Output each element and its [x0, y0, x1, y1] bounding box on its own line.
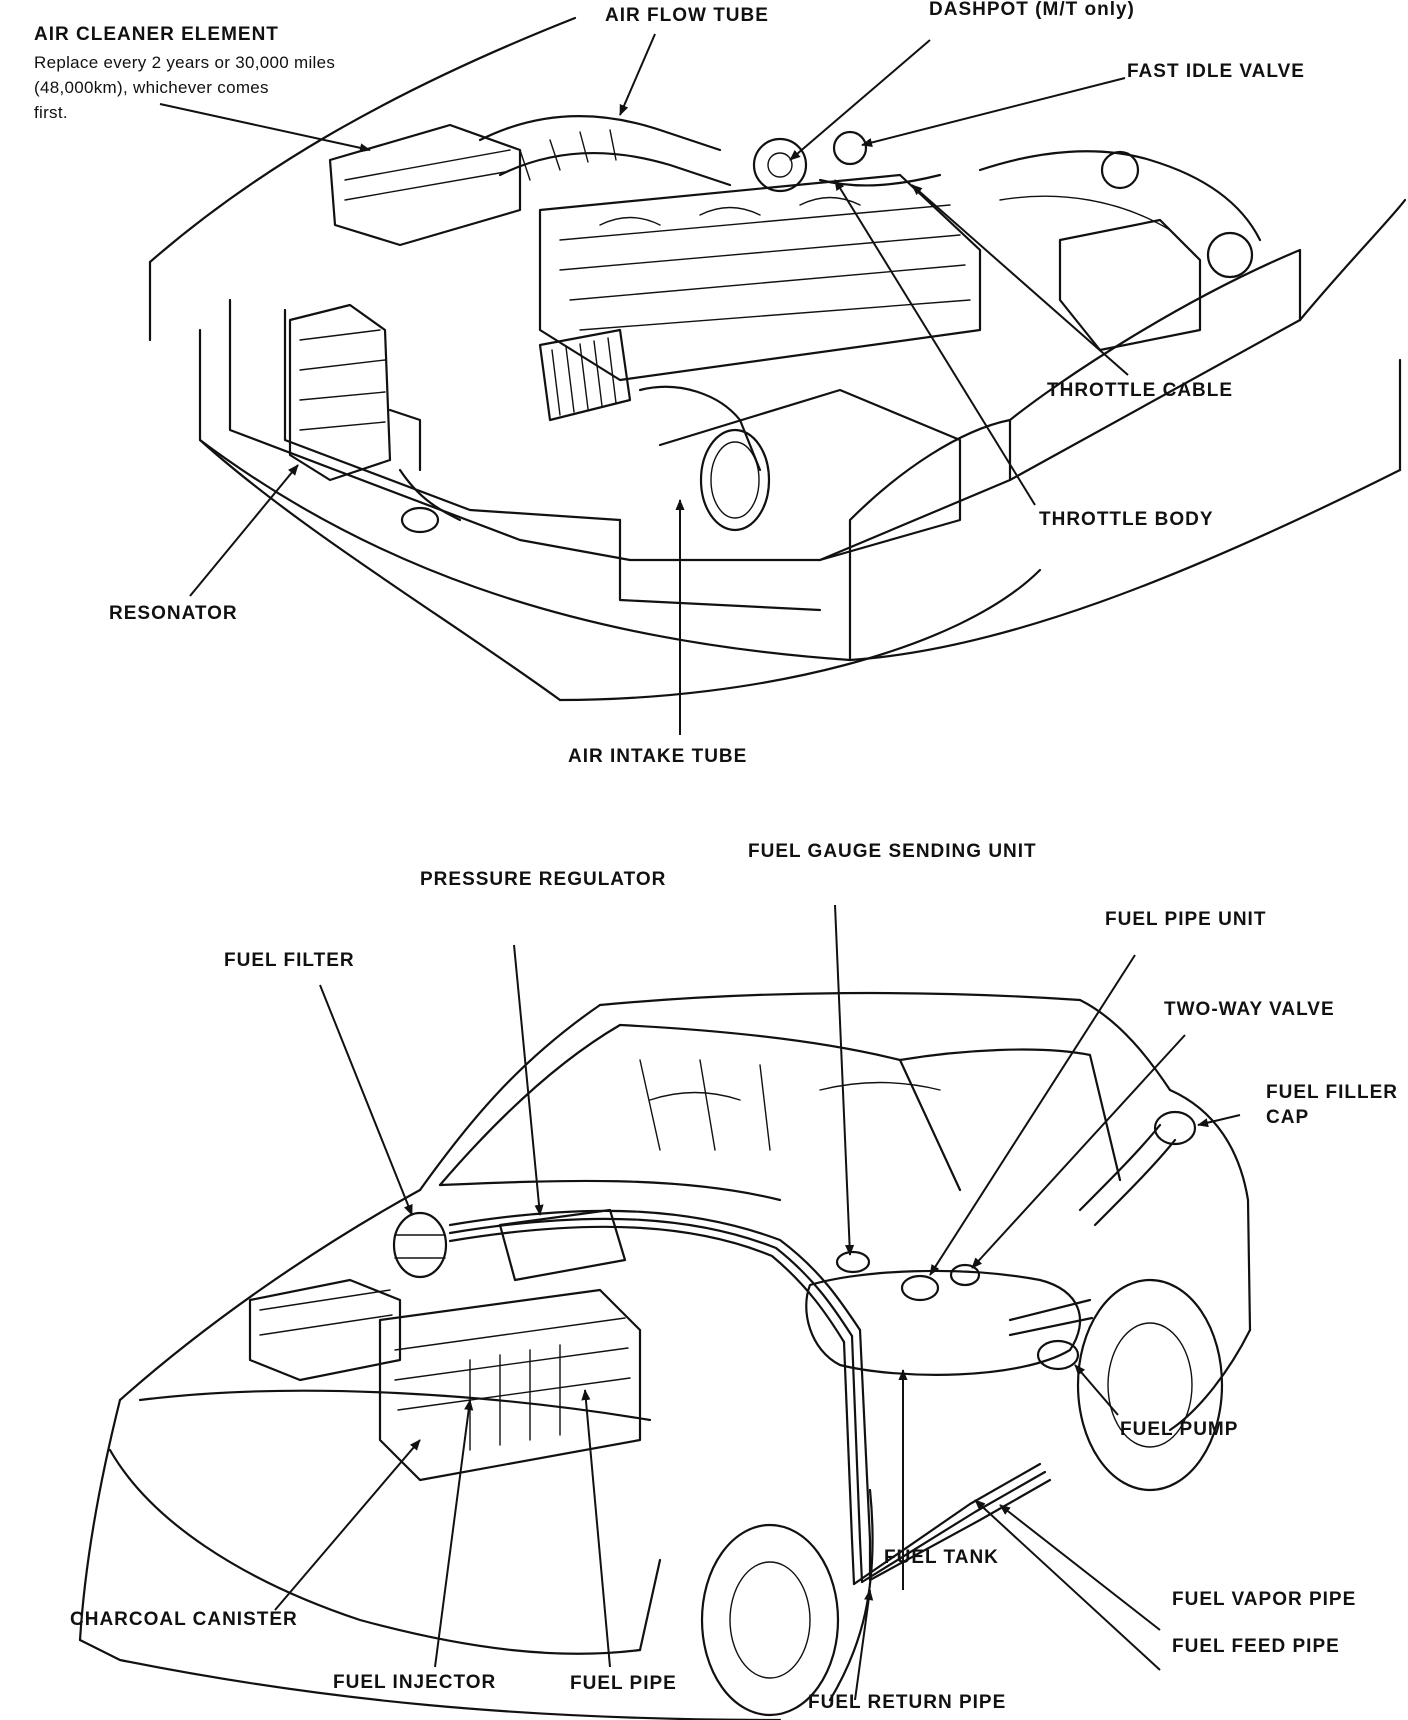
label-air-flow-tube: AIR FLOW TUBE — [605, 5, 769, 26]
leader-resonator — [189, 464, 299, 597]
label-fuel-pipe-unit: FUEL PIPE UNIT — [1105, 909, 1267, 930]
label-air-intake-tube: AIR INTAKE TUBE — [568, 746, 748, 767]
label-fuel-filter: FUEL FILTER — [224, 950, 355, 971]
note-air-cleaner-line3: first. — [34, 103, 68, 122]
leader-fuel-filter — [319, 984, 413, 1216]
leader-throttle-cable — [911, 184, 1129, 376]
label-fuel-return-pipe: FUEL RETURN PIPE — [808, 1692, 1007, 1713]
label-air-cleaner-element: AIR CLEANER ELEMENT — [34, 24, 279, 45]
leader-throttle-body — [834, 179, 1036, 506]
leader-fuel-pipe-unit — [929, 954, 1136, 1276]
leader-air-flow-tube — [619, 33, 656, 116]
leader-fuel-injector — [434, 1399, 474, 1668]
leader-fuel-filler-cap — [1197, 1114, 1241, 1128]
leader-dashpot — [789, 39, 931, 161]
leader-fast-idle-valve — [861, 77, 1126, 147]
label-fuel-injector: FUEL INJECTOR — [333, 1672, 497, 1693]
leader-fuel-return-pipe — [854, 1589, 874, 1701]
leader-fuel-pump — [1074, 1364, 1119, 1416]
label-fuel-gauge-sending-unit: FUEL GAUGE SENDING UNIT — [748, 841, 1037, 862]
leader-fuel-gauge-sending-unit — [834, 904, 855, 1256]
label-resonator: RESONATOR — [109, 603, 238, 624]
label-fuel-pipe: FUEL PIPE — [570, 1673, 677, 1694]
label-pressure-regulator: PRESSURE REGULATOR — [420, 869, 667, 890]
label-fast-idle-valve: FAST IDLE VALVE — [1127, 61, 1305, 82]
engine-compartment-drawing — [148, 16, 1407, 702]
leader-fuel-vapor-pipe — [999, 1504, 1161, 1631]
label-fuel-vapor-pipe: FUEL VAPOR PIPE — [1172, 1589, 1357, 1610]
leader-fuel-feed-pipe — [974, 1499, 1161, 1671]
leader-two-way-valve — [971, 1034, 1186, 1269]
label-two-way-valve: TWO-WAY VALVE — [1164, 999, 1335, 1020]
label-throttle-body: THROTTLE BODY — [1039, 509, 1214, 530]
label-fuel-filler-cap-line2: CAP — [1266, 1107, 1310, 1128]
leader-charcoal-canister — [274, 1439, 421, 1611]
leader-fuel-pipe — [581, 1389, 611, 1668]
label-fuel-tank: FUEL TANK — [884, 1547, 999, 1568]
label-fuel-filler-cap-line1: FUEL FILLER — [1266, 1082, 1399, 1103]
label-charcoal-canister: CHARCOAL CANISTER — [70, 1609, 298, 1630]
label-dashpot: DASHPOT (M/T only) — [929, 0, 1135, 20]
label-fuel-pump: FUEL PUMP — [1120, 1419, 1239, 1440]
label-throttle-cable: THROTTLE CABLE — [1047, 380, 1234, 401]
label-fuel-feed-pipe: FUEL FEED PIPE — [1172, 1636, 1340, 1657]
note-air-cleaner-line2: (48,000km), whichever comes — [34, 78, 269, 97]
leader-air-cleaner — [159, 103, 371, 153]
note-air-cleaner-line1: Replace every 2 years or 30,000 miles — [34, 53, 336, 72]
leader-pressure-regulator — [513, 944, 544, 1216]
